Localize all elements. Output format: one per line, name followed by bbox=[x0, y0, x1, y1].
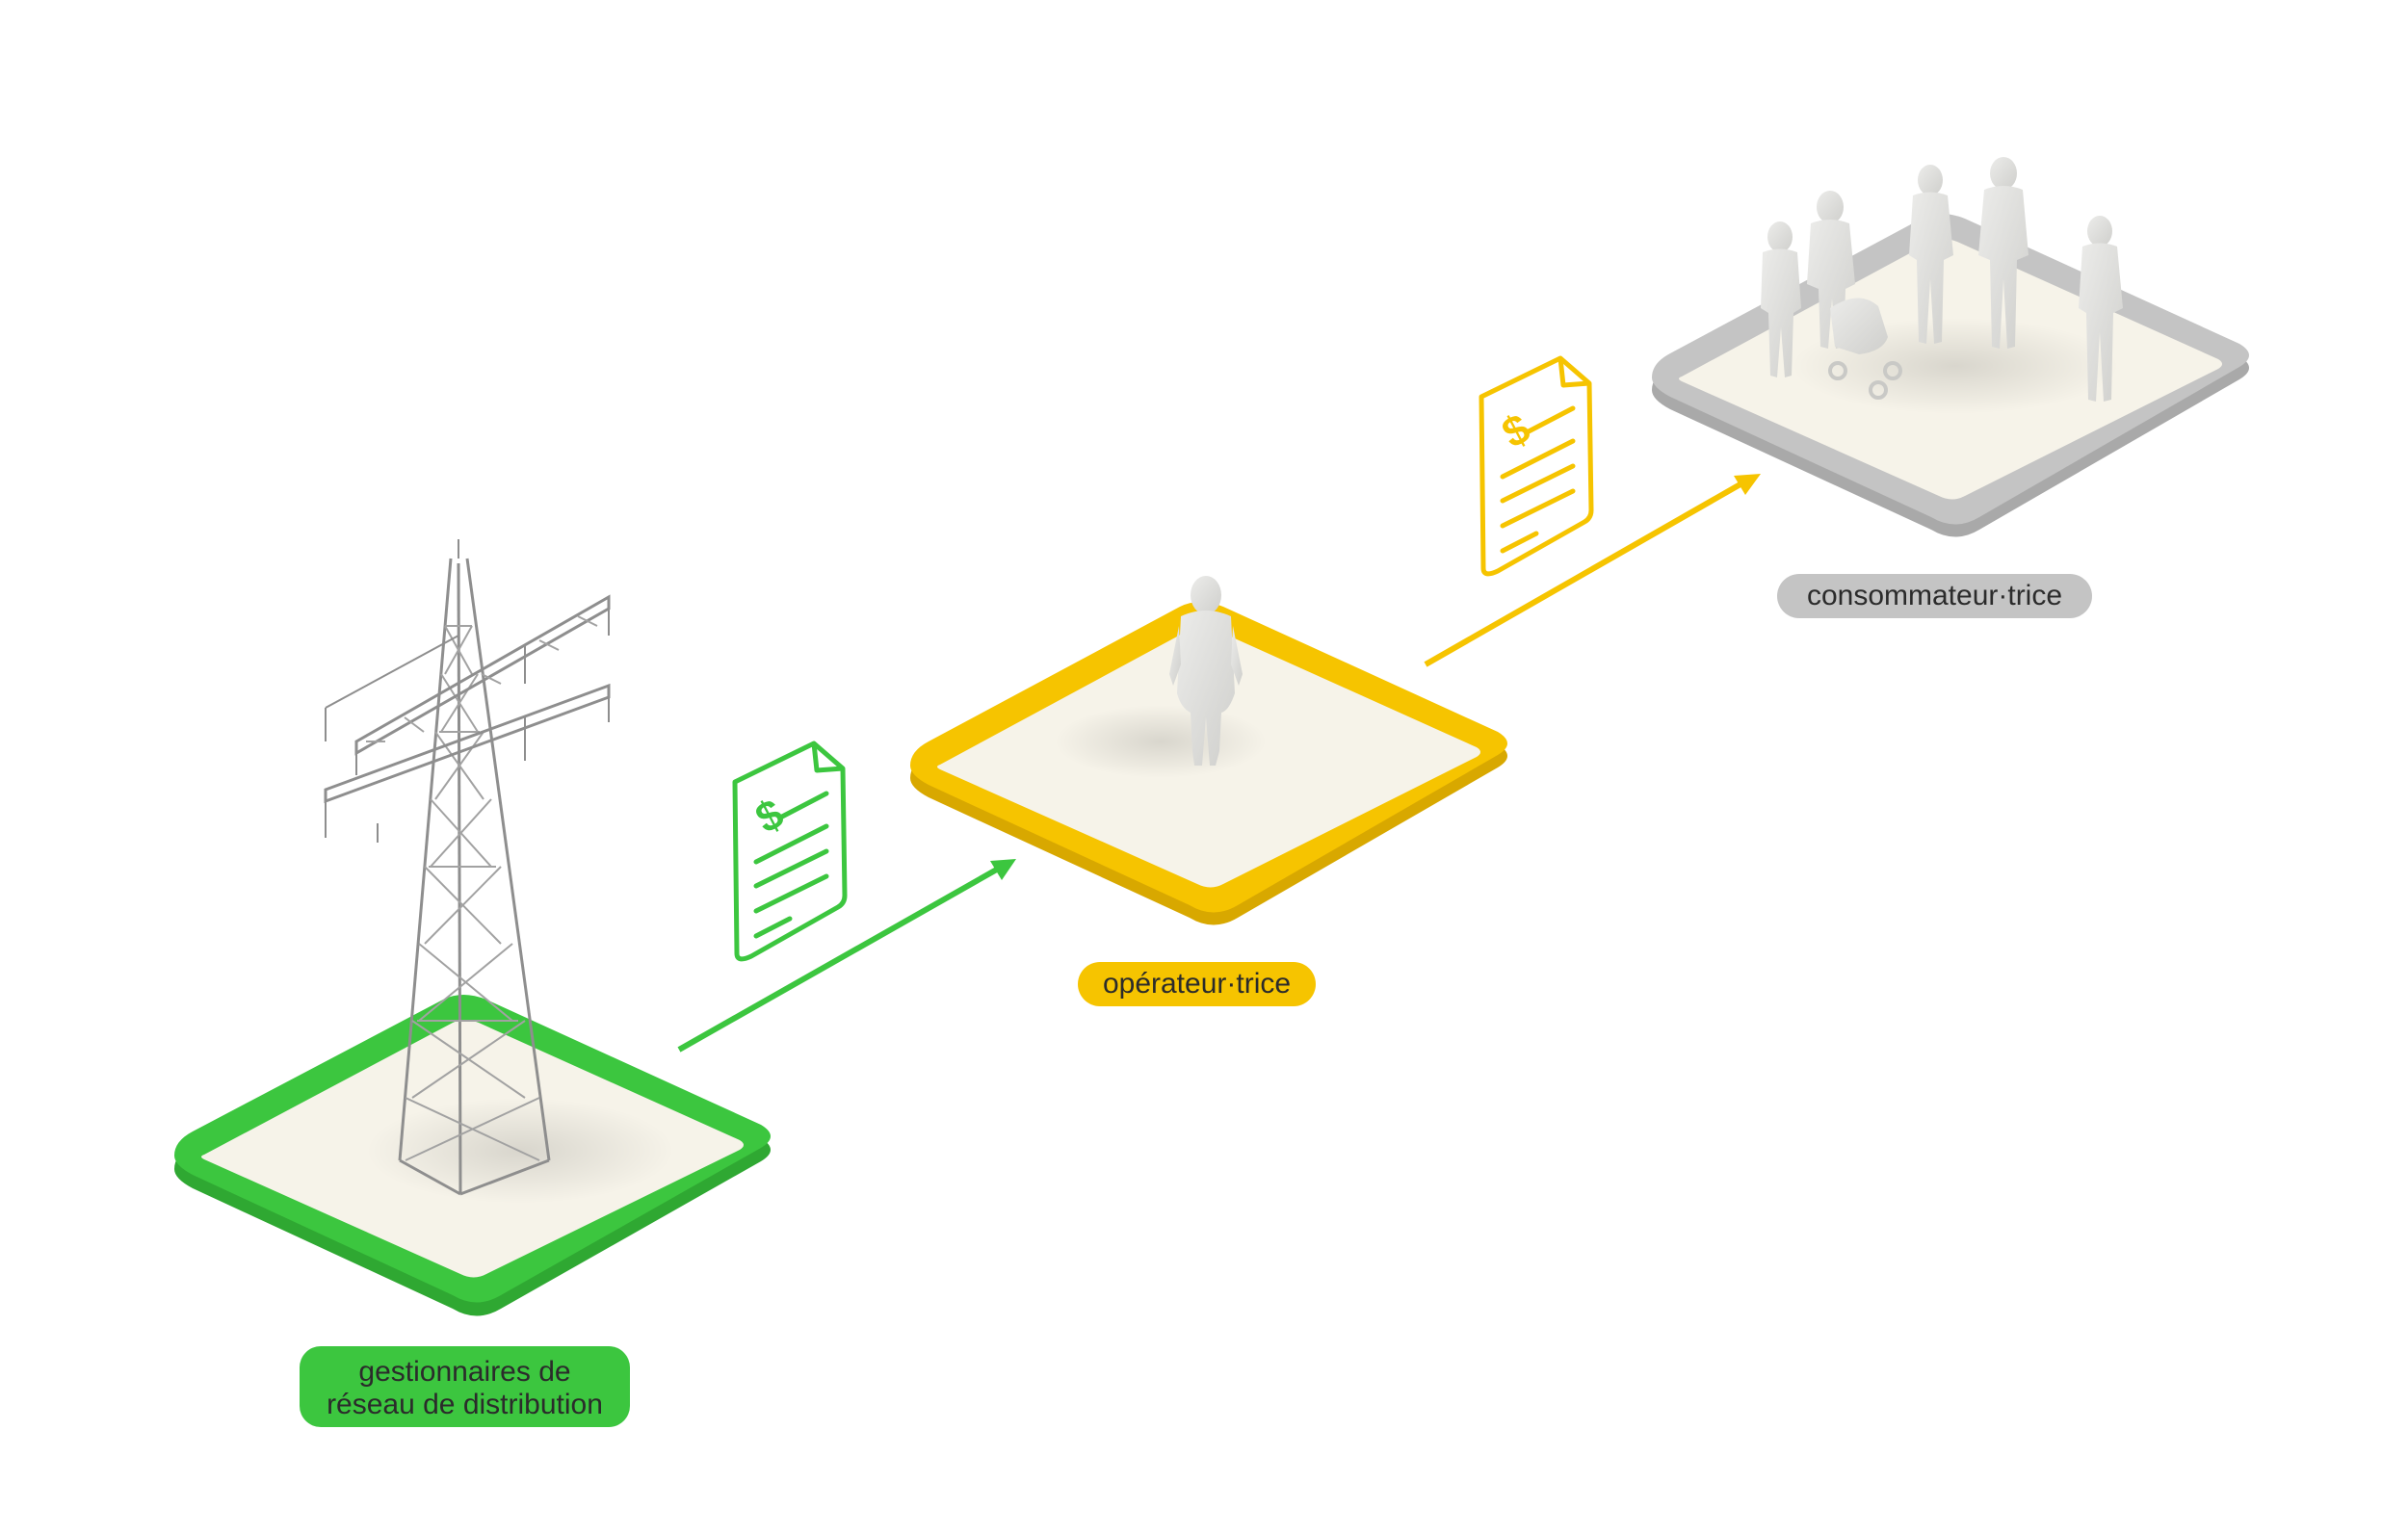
arrow-right-up-icon bbox=[677, 859, 1016, 1053]
invoice-document-icon: $ bbox=[1479, 355, 1594, 577]
operator-label: opérateur·trice bbox=[1078, 962, 1316, 1006]
power-pylon-icon bbox=[324, 539, 611, 1196]
arrow-right-up-icon bbox=[1424, 474, 1761, 667]
distribution-label: gestionnaires de réseau de distribution bbox=[300, 1346, 630, 1427]
operator-platform bbox=[910, 602, 1507, 925]
person-icon bbox=[1169, 576, 1243, 766]
distribution-platform bbox=[174, 995, 771, 1316]
family-group-icon bbox=[1761, 157, 2123, 402]
consumer-label: consommateur·trice bbox=[1777, 574, 2092, 618]
invoice-document-icon: $ bbox=[732, 741, 848, 962]
